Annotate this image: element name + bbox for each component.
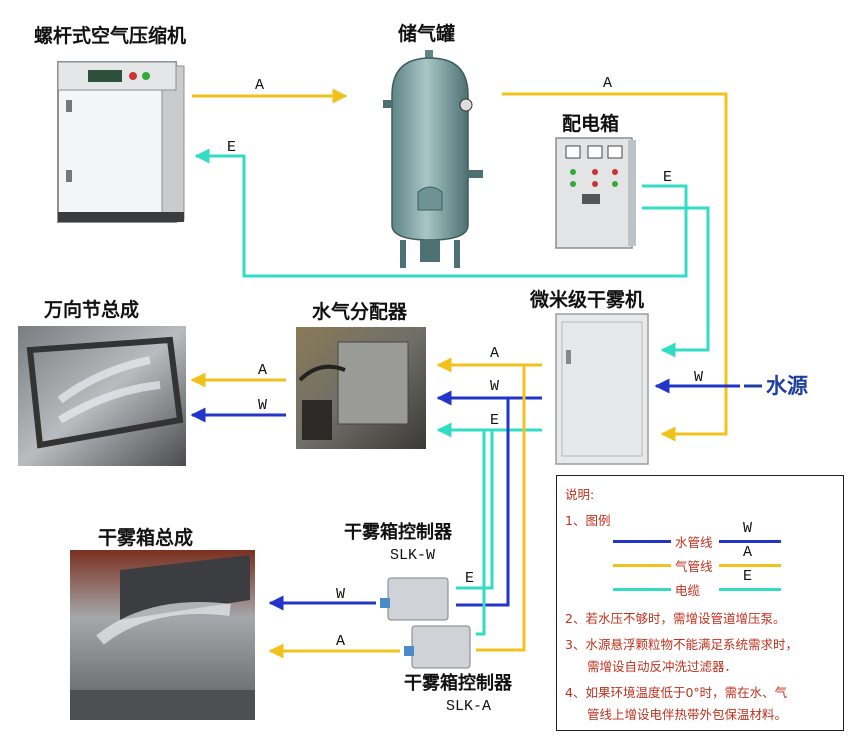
legend-note4a: 4、如果环境温度低于0°时，需在水、气 (565, 685, 788, 700)
distribution-cabinet-picture (555, 137, 636, 249)
cable-line-to-slk-w (456, 430, 494, 590)
legend-cable-line-2 (719, 588, 781, 591)
legend-water-line (613, 540, 671, 543)
legend-cable-line (613, 588, 671, 591)
universal-joint-picture (18, 326, 186, 466)
controller-slk-w-picture (380, 577, 449, 621)
label-distributor: 水气分配器 (312, 300, 408, 323)
cable-line-to-slk-a (476, 430, 486, 636)
legend-air-line-2 (719, 564, 781, 567)
legend-water-code: W (743, 520, 753, 537)
label-ctrl-w: 干雾箱控制器 (344, 521, 453, 543)
legend-air-line (613, 564, 671, 567)
water-air-distributor-picture (296, 327, 426, 449)
legend-note2: 2、若水压不够时，需增设管道增压泵。 (565, 611, 786, 626)
air-line-to-slk-a (476, 365, 526, 652)
legend-note3b: 需增设自动反冲洗过滤器． (587, 659, 738, 674)
legend-note4b: 管线上增设电伴热带外包保温材料。 (587, 707, 788, 722)
code-w-source: W (694, 369, 703, 386)
code-a-fogbox: A (336, 633, 345, 650)
label-cabinet: 配电箱 (562, 112, 619, 135)
code-e-compressor: E (227, 139, 236, 156)
legend-note3a: 3、水源悬浮颗粒物不能满足系统需求时， (565, 637, 798, 652)
label-fogbox: 干雾箱总成 (98, 526, 193, 549)
compressor-picture (57, 61, 185, 223)
code-w-joint: W (258, 397, 267, 414)
label-ctrl-w-model: SLK-W (390, 547, 435, 564)
label-ctrl-a: 干雾箱控制器 (404, 672, 513, 694)
code-e-slk: E (465, 570, 474, 587)
label-joint: 万向节总成 (43, 298, 139, 321)
cable-line-cabinet-fogger (642, 206, 710, 358)
legend-cable-label: 电缆 (675, 583, 701, 598)
controller-slk-a-picture (404, 625, 471, 669)
code-e-distributor: E (490, 412, 499, 429)
legend-title: 说明: (565, 487, 595, 502)
label-water-source: 水源 (766, 374, 808, 398)
cable-line-cabinet-compressor (194, 148, 688, 278)
air-line-tank-fogger (502, 92, 728, 442)
label-fogger: 微米级干雾机 (529, 288, 644, 311)
code-a-tank-fogger: A (603, 75, 612, 92)
code-a-joint: A (258, 362, 267, 379)
code-e-cabinet: E (663, 169, 672, 186)
code-a-distributor: A (490, 345, 499, 362)
label-ctrl-a-model: SLK-A (446, 698, 491, 715)
code-w-distributor: W (490, 378, 499, 395)
label-compressor: 螺杆式空气压缩机 (34, 24, 186, 47)
code-w-fogbox: W (336, 586, 345, 603)
water-line-to-slk-w (456, 398, 510, 607)
legend-item1: 1、图例 (565, 513, 611, 528)
legend-water-line-2 (719, 540, 781, 543)
legend-air-label: 气管线 (675, 559, 713, 574)
legend-air-code: A (743, 544, 753, 561)
air-tank-picture (383, 50, 483, 268)
fog-box-picture (70, 550, 255, 720)
legend-water-label: 水管线 (675, 535, 713, 550)
fog-machine-picture (555, 313, 649, 465)
legend-panel: 说明: 1、图例 水管线 W 气管线 A 电缆 E 2、若水压不够时，需增设管道… (556, 475, 844, 731)
legend-cable-code: E (743, 568, 753, 585)
code-a-compressor-tank: A (255, 77, 264, 94)
label-tank: 储气罐 (398, 22, 455, 45)
